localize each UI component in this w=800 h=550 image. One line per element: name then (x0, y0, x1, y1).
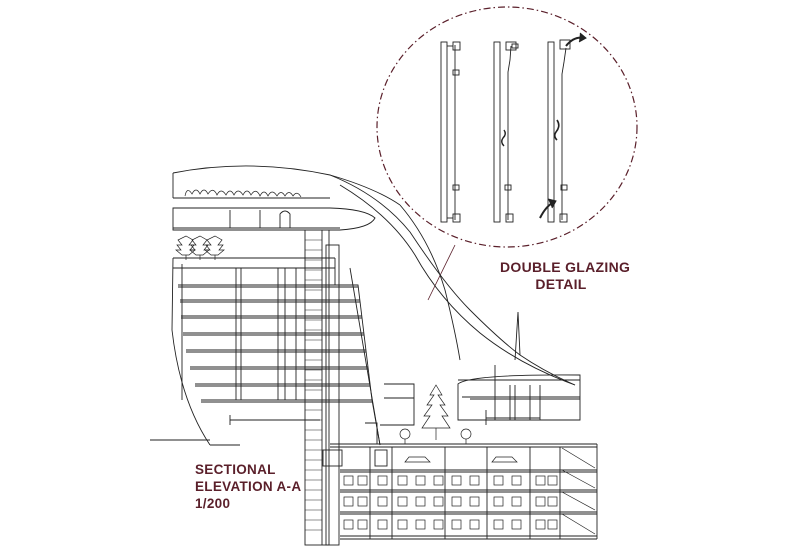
section-title-line-1: SECTIONAL (195, 462, 276, 477)
roof-garden (172, 165, 401, 206)
detail-title-line-1: DOUBLE GLAZING (500, 259, 631, 275)
section-title-line-2: ELEVATION A-A (195, 479, 302, 494)
roof-canopy-shell (329, 174, 576, 386)
detail-title: DOUBLE GLAZING DETAIL (500, 259, 631, 293)
detail-title-line-2: DETAIL (535, 276, 587, 292)
glazing-panel-open (547, 39, 571, 223)
podium-parking (330, 422, 598, 540)
courtyard-tree (399, 384, 472, 444)
glazing-panel-half-open (493, 41, 519, 223)
terrace-trees (175, 235, 225, 260)
sky-bridge-floor (172, 207, 376, 231)
parked-cars (343, 456, 558, 530)
callout-leader-line (427, 244, 456, 301)
glazing-panel-closed (440, 41, 461, 223)
right-low-block (380, 365, 581, 426)
airflow-arrow-icon (539, 32, 587, 219)
elevator-stair-treads (305, 239, 322, 531)
parking-ramp (561, 447, 596, 535)
section-scale: 1/200 (195, 496, 231, 511)
main-tower (150, 257, 381, 446)
section-title: SECTIONAL ELEVATION A-A 1/200 (195, 461, 301, 512)
elevator-core (304, 229, 343, 546)
detail-callout-circle (376, 6, 638, 248)
